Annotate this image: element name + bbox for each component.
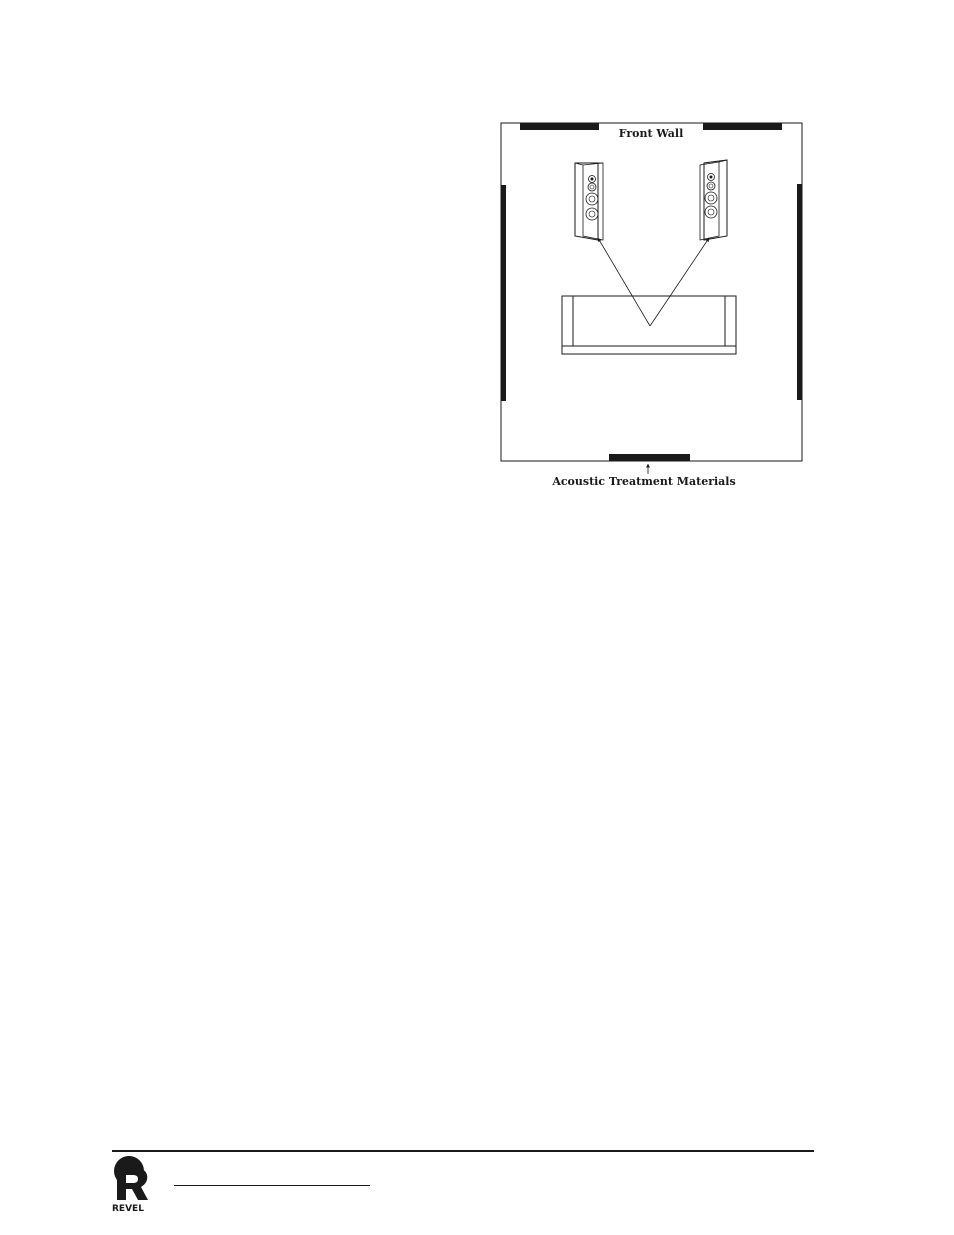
- left-wall-panel: [501, 185, 506, 401]
- footer-rule: [112, 1150, 814, 1152]
- front-wall-panel-right: [703, 123, 782, 130]
- speaker-left: [575, 163, 603, 240]
- revel-logo: REVEL: [110, 1153, 154, 1215]
- acoustic-treatment-label: Acoustic Treatment Materials: [551, 475, 735, 488]
- rear-wall-panel: [609, 454, 690, 461]
- footer-underline: [174, 1185, 370, 1186]
- front-wall-panel-left: [520, 123, 599, 130]
- front-wall-label: Front Wall: [619, 127, 684, 140]
- right-wall-panel: [797, 184, 802, 400]
- logo-text: REVEL: [112, 1204, 144, 1214]
- sound-path-left: [598, 238, 650, 326]
- sound-path-right: [650, 238, 709, 326]
- acoustic-panels: [501, 123, 802, 461]
- room-outline: [501, 123, 802, 461]
- speaker-right: [700, 160, 727, 240]
